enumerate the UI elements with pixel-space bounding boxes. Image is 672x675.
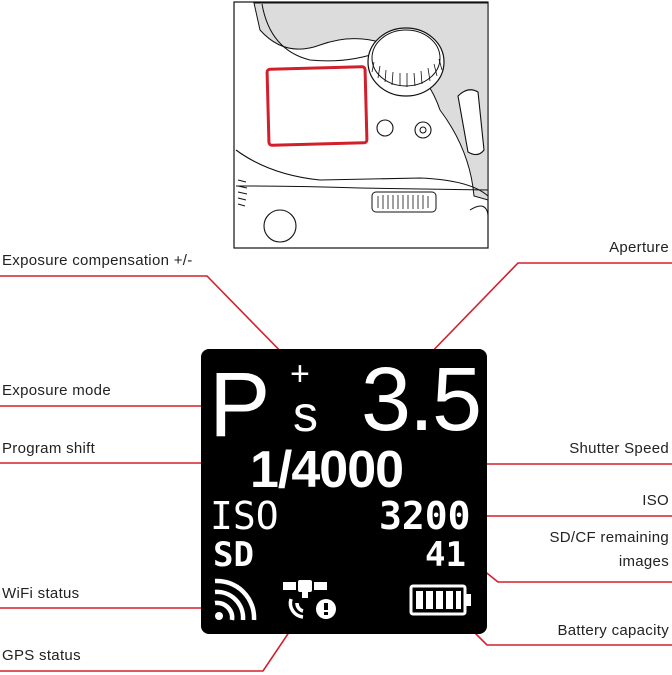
label-iso: ISO [642,492,669,509]
label-sd-cf-line2: images [618,553,669,570]
camera-top-illustration [233,1,489,249]
wifi-icon [214,578,257,621]
program-shift-value: s [293,386,318,442]
top-display-highlight [265,65,369,147]
gps-satellite-icon [283,580,336,619]
label-aperture: Aperture [609,239,669,256]
iso-label: ISO [210,494,279,538]
label-gps-status: GPS status [2,647,81,664]
label-exposure-compensation: Exposure compensation +/- [2,252,193,269]
label-wifi-status: WiFi status [2,585,80,602]
label-shutter-speed: Shutter Speed [569,440,669,457]
label-exposure-mode: Exposure mode [2,382,111,399]
aperture-value: 3.5 [361,350,482,450]
exposure-mode-value: P [209,354,271,456]
iso-value: 3200 [379,494,471,538]
label-sd-cf-line1: SD/CF remaining [549,529,669,546]
battery-icon [409,584,471,616]
leader-exposure-compensation [0,275,292,363]
top-lcd-display: P + s 3.5 1/4000 ISO 3200 SD 41 [201,349,487,634]
leader-aperture [421,262,672,363]
remaining-images-value: 41 [425,535,466,575]
label-battery-capacity: Battery capacity [557,622,669,639]
exposure-comp-sign: + [290,355,310,393]
shutter-speed-value: 1/4000 [250,441,404,499]
label-program-shift: Program shift [2,440,96,457]
card-label: SD [213,535,254,575]
